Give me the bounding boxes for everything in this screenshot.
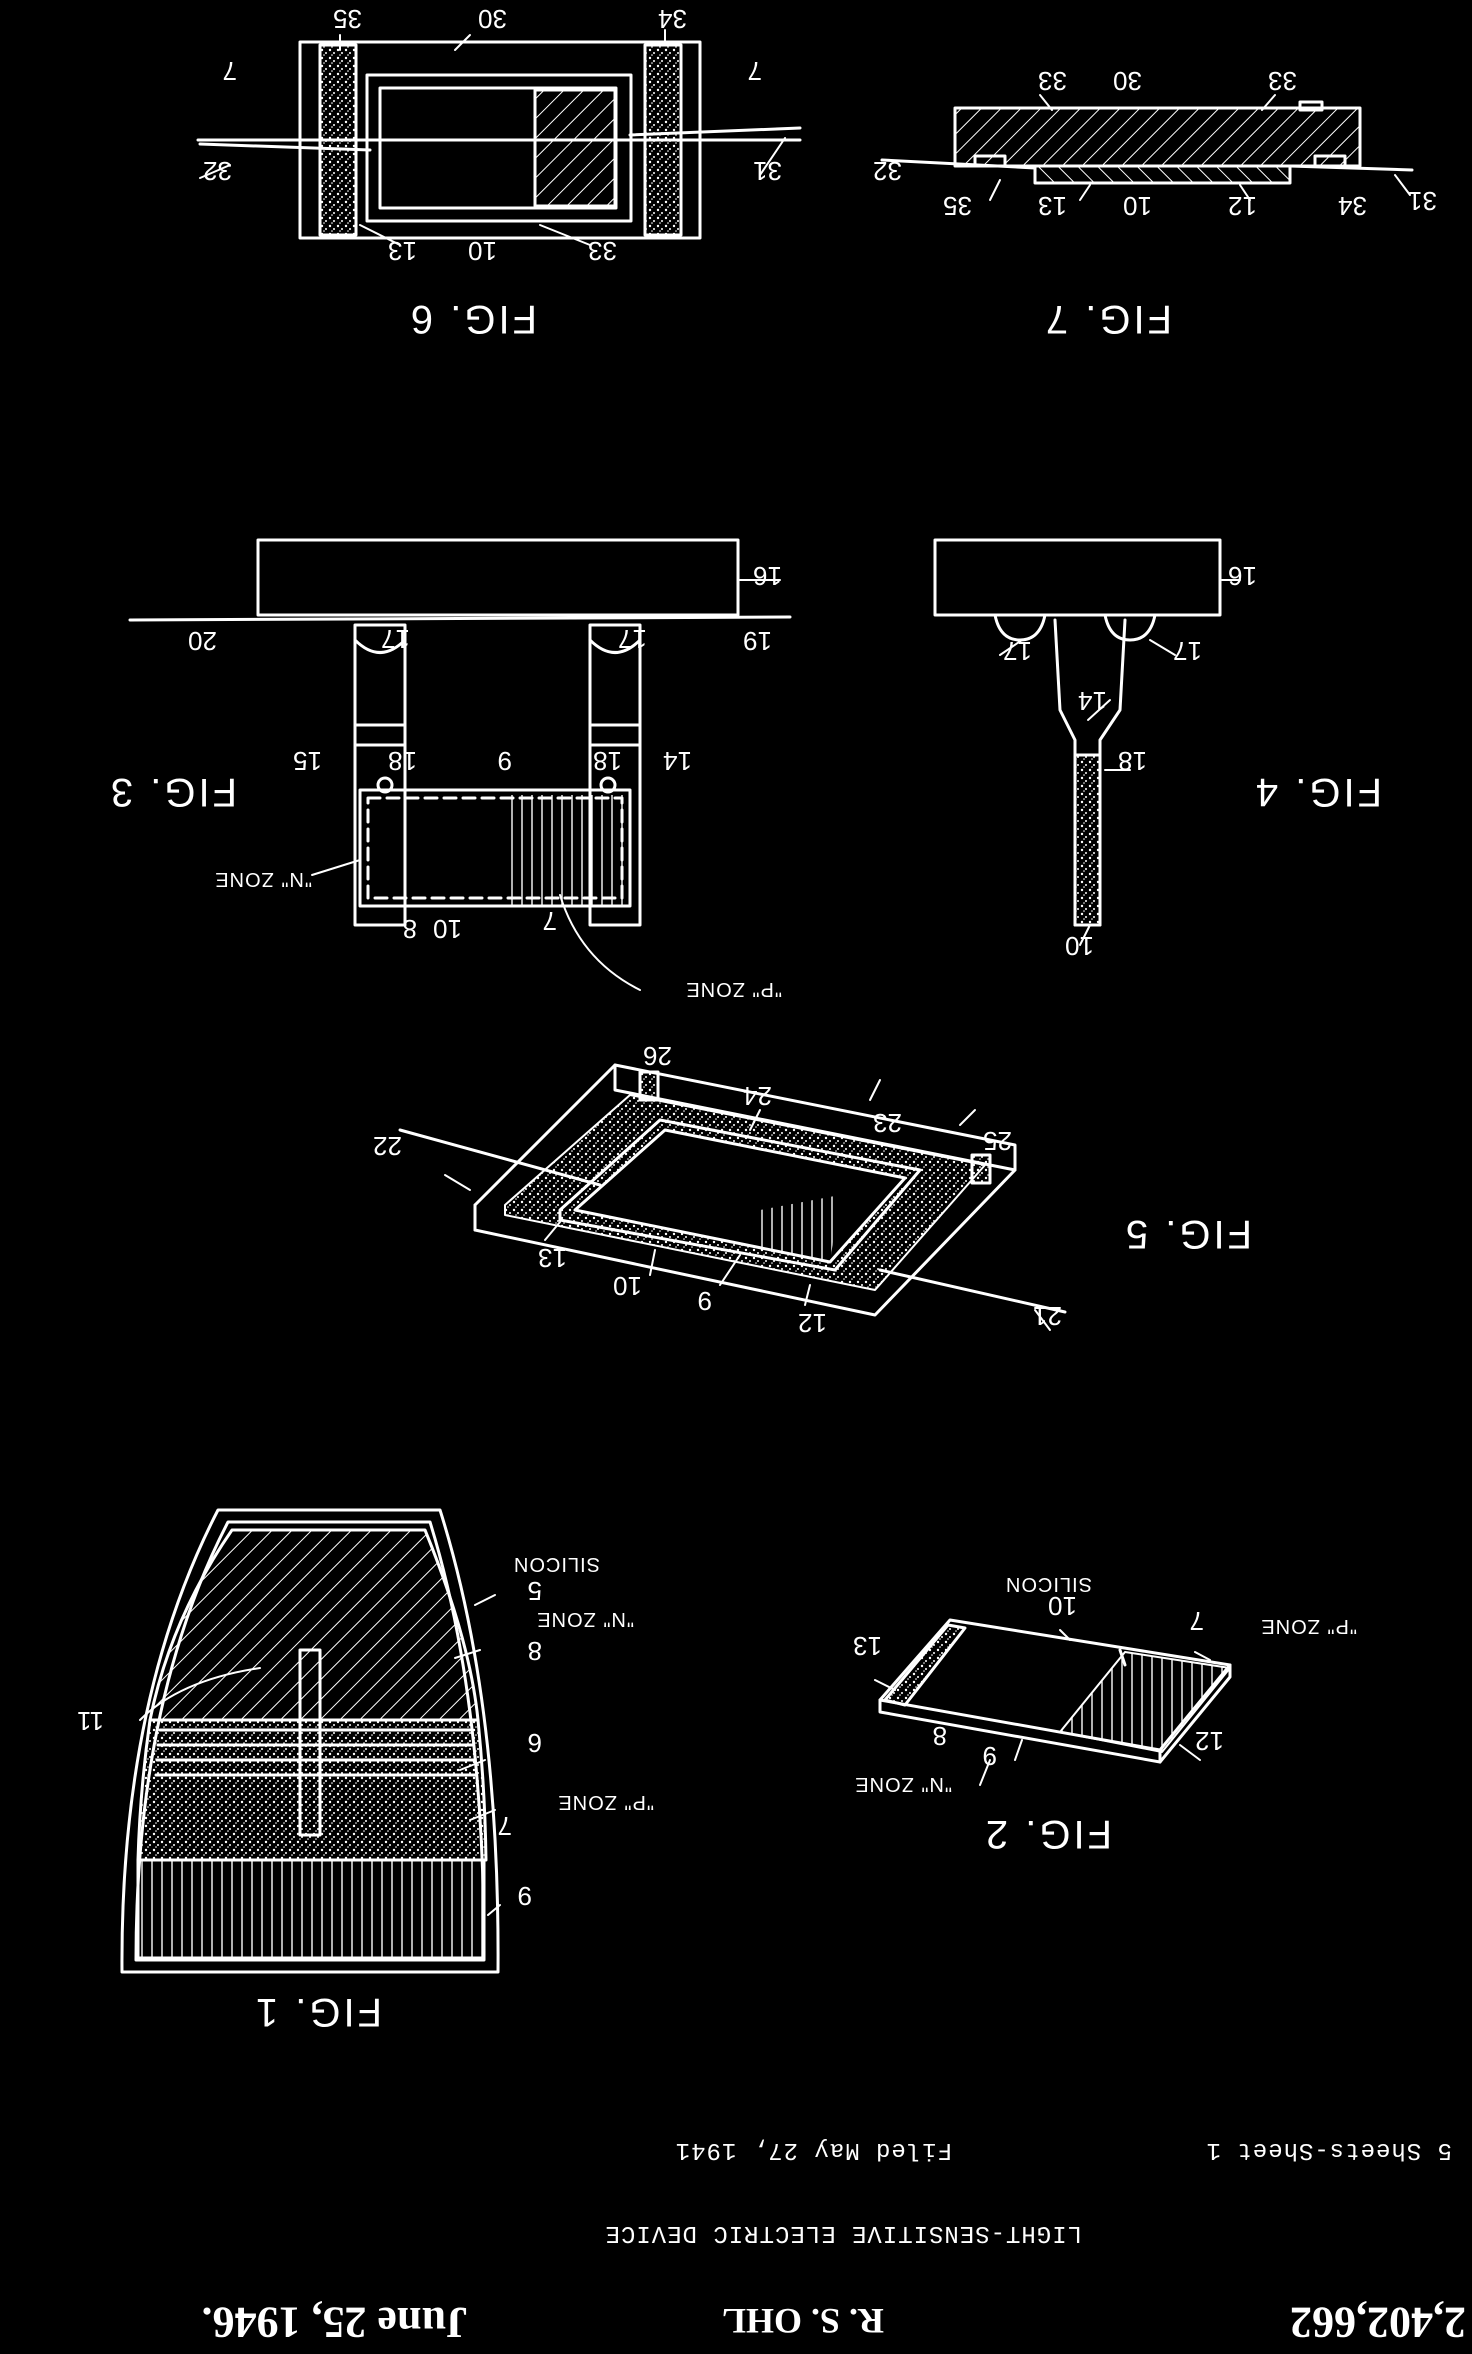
- fig4-ref-17a: 17: [1003, 636, 1032, 666]
- fig6-caption: FIG. 6: [407, 297, 537, 341]
- fig3-caption: FIG. 3: [107, 770, 237, 814]
- fig4-caption: FIG. 4: [1252, 770, 1382, 814]
- fig7-ref-12: 12: [1228, 191, 1257, 221]
- fig7-drawing: [880, 100, 1414, 185]
- fig5-ref-9: 9: [697, 1286, 712, 1316]
- fig4-ref-17b: 17: [1173, 636, 1202, 666]
- fig6-drawing: [196, 40, 802, 240]
- fig7-ref-33a: 33: [1038, 66, 1067, 96]
- fig2-ref-13: 13: [853, 1631, 882, 1661]
- fig3-ref-17a: 17: [381, 624, 410, 654]
- fig6-ref-33: 33: [588, 236, 617, 266]
- fig3-p-zone-label: "P" ZONE: [685, 978, 782, 1000]
- fig3-n-zone-label: "N" ZONE: [214, 868, 312, 890]
- fig4-ref-16: 16: [1228, 561, 1257, 591]
- fig2-ref-8: 8: [932, 1721, 947, 1751]
- fig2-p-zone-label: "P" ZONE: [1260, 1615, 1357, 1637]
- fig5-ref-21: 21: [1033, 1301, 1062, 1331]
- fig5-ref-26: 26: [643, 1041, 672, 1071]
- fig7-ref-30: 30: [1113, 66, 1142, 96]
- header-date: June 25, 1946.: [201, 2298, 468, 2347]
- fig2-ref-9: 9: [982, 1741, 997, 1771]
- fig5-ref-22: 22: [373, 1131, 402, 1161]
- fig3-ref-14: 14: [663, 746, 692, 776]
- fig2-ref-7: 7: [1189, 1606, 1204, 1636]
- fig1-p-zone-label: "P" ZONE: [557, 1791, 654, 1813]
- fig1-ref-7: 7: [497, 1811, 512, 1841]
- fig6-ref-32: 32: [203, 156, 232, 186]
- fig2-n-zone-label: "N" ZONE: [854, 1773, 952, 1795]
- fig4-drawing: [933, 538, 1222, 927]
- fig1-ref-9: 9: [517, 1881, 532, 1911]
- fig3-ref-18b: 18: [593, 746, 622, 776]
- fig7-ref-35: 35: [943, 191, 972, 221]
- fig2-caption: FIG. 2: [982, 1812, 1112, 1856]
- fig5-drawing: [398, 1063, 1067, 1317]
- fig1-n-zone-label: "N" ZONE: [536, 1608, 634, 1630]
- header-inventor: R. S. OHL: [721, 2301, 884, 2341]
- fig3-ref-15: 15: [293, 746, 322, 776]
- leader-lines: [139, 29, 1411, 1916]
- fig5-ref-10: 10: [613, 1271, 642, 1301]
- fig3-ref-20: 20: [188, 626, 217, 656]
- fig1-caption: FIG. 1: [252, 1990, 382, 2034]
- fig4-ref-18: 18: [1118, 746, 1147, 776]
- fig7-ref-34: 34: [1338, 191, 1367, 221]
- fig3-ref-19: 19: [743, 626, 772, 656]
- fig4-ref-14: 14: [1078, 686, 1107, 716]
- fig1-silicon-label: SILICON: [512, 1553, 600, 1575]
- fig3-ref-18a: 18: [388, 746, 417, 776]
- fig3-ref-10: 10: [433, 914, 462, 944]
- fig7-ref-10: 10: [1123, 191, 1152, 221]
- fig1-ref-8: 8: [527, 1636, 542, 1666]
- fig7-ref-33b: 33: [1268, 66, 1297, 96]
- fig7-ref-13: 13: [1038, 191, 1067, 221]
- fig6-ref-34: 34: [658, 4, 687, 34]
- fig3-ref-16: 16: [753, 561, 782, 591]
- fig1-ref-6: 6: [527, 1728, 542, 1758]
- fig3-ref-8: 8: [402, 914, 417, 944]
- fig5-ref-24: 24: [743, 1081, 772, 1111]
- fig3-ref-9: 9: [497, 746, 512, 776]
- fig6-ref-7b: 7: [747, 56, 762, 86]
- fig6-ref-30: 30: [478, 4, 507, 34]
- fig3-ref-17b: 17: [618, 624, 647, 654]
- header-title: LIGHT-SENSITIVE ELECTRIC DEVICE: [604, 2219, 1082, 2246]
- fig3-ref-7: 7: [542, 906, 557, 936]
- fig5-ref-13: 13: [538, 1243, 567, 1273]
- header-patent-number: 2,402,662: [1290, 2298, 1466, 2347]
- fig1-ref-11: 11: [77, 1706, 104, 1736]
- fig5-ref-25: 25: [983, 1126, 1012, 1156]
- fig2-ref-10: 10: [1048, 1591, 1077, 1621]
- fig3-drawing: [128, 538, 792, 927]
- fig6-ref-10: 10: [468, 236, 497, 266]
- fig7-caption: FIG. 7: [1042, 297, 1172, 341]
- fig7-ref-31: 31: [1408, 186, 1437, 216]
- fig5-caption: FIG. 5: [1122, 1212, 1252, 1256]
- fig2-drawing: [878, 1618, 1232, 1764]
- fig1-ref-5: 5: [527, 1576, 542, 1606]
- fig2-ref-12: 12: [1195, 1726, 1224, 1756]
- fig7-ref-32a: 32: [873, 156, 902, 186]
- fig6-ref-35: 35: [333, 4, 362, 34]
- header-sheet: 5 Sheets-Sheet 1: [1205, 2136, 1452, 2163]
- fig5-ref-23: 23: [873, 1108, 902, 1138]
- fig5-ref-12: 12: [798, 1308, 827, 1338]
- fig6-ref-31: 31: [753, 156, 782, 186]
- fig6-ref-7a: 7: [222, 56, 237, 86]
- fig4-ref-10: 10: [1065, 931, 1094, 961]
- fig6-ref-13: 13: [388, 236, 417, 266]
- header-filed: Filed May 27, 1941: [674, 2136, 952, 2163]
